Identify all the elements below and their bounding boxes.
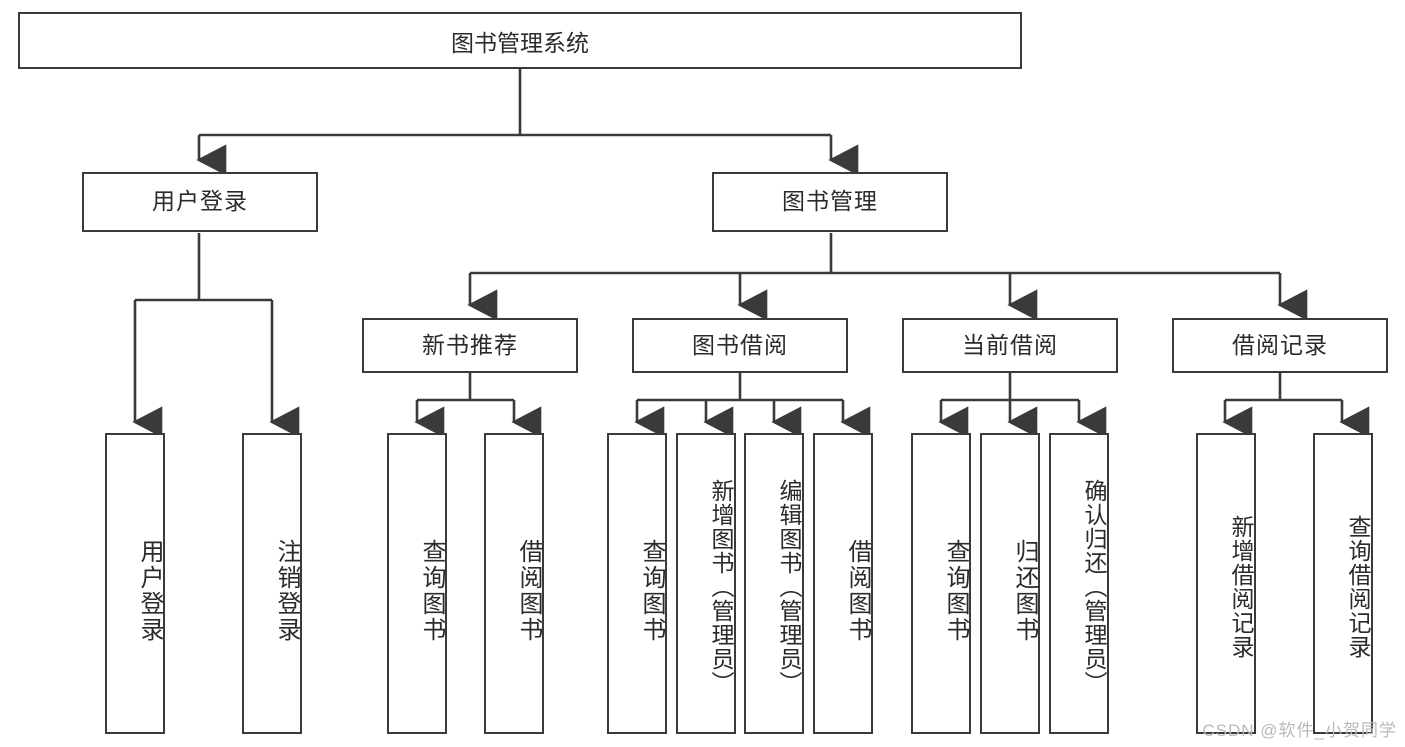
node-label: 借阅图书 [844, 538, 871, 643]
leaf-current-return-book[interactable]: 归还图书 [980, 433, 1040, 734]
node-label: 注销登录 [273, 538, 300, 643]
node-label: 图书管理 [782, 188, 878, 215]
node-label: 图书借阅 [692, 331, 788, 358]
node-label: 查询图书 [418, 538, 445, 643]
leaf-current-confirm-return-admin[interactable]: 确认归还（管理员） [1049, 433, 1109, 734]
node-label: 借阅记录 [1232, 331, 1328, 358]
leaf-recommend-borrow-book[interactable]: 借阅图书 [484, 433, 544, 734]
node-book-borrow[interactable]: 图书借阅 [632, 318, 848, 373]
leaf-user-login-login[interactable]: 用户登录 [105, 433, 165, 734]
node-label: 图书管理系统 [451, 29, 589, 56]
node-root-system[interactable]: 图书管理系统 [18, 12, 1022, 69]
node-label: 新增图书（管理员） [708, 478, 734, 695]
node-borrow-record[interactable]: 借阅记录 [1172, 318, 1388, 373]
leaf-record-query-record[interactable]: 查询借阅记录 [1313, 433, 1373, 734]
watermark-credit: CSDN @软件_小贺同学 [1202, 721, 1397, 740]
leaf-recommend-query-book[interactable]: 查询图书 [387, 433, 447, 734]
node-label: 确认归还（管理员） [1081, 478, 1107, 695]
leaf-borrow-query-book[interactable]: 查询图书 [607, 433, 667, 734]
node-label: 查询图书 [942, 538, 969, 643]
node-label: 用户登录 [136, 538, 163, 643]
node-book-management[interactable]: 图书管理 [712, 172, 948, 232]
node-current-borrow[interactable]: 当前借阅 [902, 318, 1118, 373]
node-label: 当前借阅 [962, 331, 1058, 358]
leaf-borrow-add-book-admin[interactable]: 新增图书（管理员） [676, 433, 736, 734]
node-label: 查询图书 [638, 538, 665, 643]
node-new-book-recommend[interactable]: 新书推荐 [362, 318, 578, 373]
node-label: 新增借阅记录 [1228, 514, 1254, 659]
leaf-record-add-record[interactable]: 新增借阅记录 [1196, 433, 1256, 734]
node-label: 归还图书 [1011, 538, 1038, 643]
node-label: 新书推荐 [422, 331, 518, 358]
leaf-current-query-book[interactable]: 查询图书 [911, 433, 971, 734]
leaf-borrow-edit-book-admin[interactable]: 编辑图书（管理员） [744, 433, 804, 734]
node-label: 查询借阅记录 [1345, 514, 1371, 659]
node-user-login[interactable]: 用户登录 [82, 172, 318, 232]
leaf-borrow-borrow-book[interactable]: 借阅图书 [813, 433, 873, 734]
leaf-user-login-logout[interactable]: 注销登录 [242, 433, 302, 734]
node-label: 编辑图书（管理员） [776, 478, 802, 695]
node-label: 借阅图书 [515, 538, 542, 643]
node-label: 用户登录 [152, 188, 248, 215]
